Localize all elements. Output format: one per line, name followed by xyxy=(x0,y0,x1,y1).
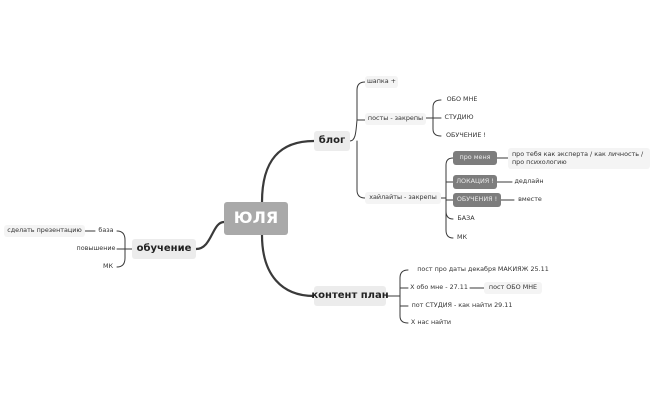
baza-note[interactable]: сделать презентацию xyxy=(4,225,85,237)
connector-blog-children xyxy=(349,81,366,199)
connector-obuchenie-children xyxy=(116,230,133,268)
obuchenie-node[interactable]: обучение xyxy=(132,239,196,259)
highlight-lokaciya[interactable]: ЛОКАЦИЯ ! xyxy=(453,175,497,189)
connector-posts-children xyxy=(425,99,442,137)
content-plan-item-nas-nayti[interactable]: Х нас найти xyxy=(410,318,452,327)
shapka-node[interactable]: шапка + xyxy=(365,76,398,88)
highlights-node[interactable]: хайлайты - закрепы xyxy=(365,192,441,204)
highlight-obucheniya[interactable]: ОБУЧЕНИЯ ! xyxy=(453,193,501,207)
posts-node[interactable]: посты - закрепы xyxy=(365,113,426,125)
highlight-mk[interactable]: МК xyxy=(456,233,468,242)
connector-content-plan-children xyxy=(385,269,409,324)
obuchenie-item-baza[interactable]: база xyxy=(98,226,114,235)
content-plan-item-makiyazh[interactable]: пост про даты декабря МАКИЯЖ 25.11 xyxy=(417,265,549,274)
obuchenie-item-mk[interactable]: МК xyxy=(102,262,114,271)
highlight-baza[interactable]: БАЗА xyxy=(457,214,475,223)
pro-menya-note[interactable]: про тебя как эксперта / как личность / п… xyxy=(508,148,650,169)
obuchenie-item-povyshenie[interactable]: повышение xyxy=(76,244,116,253)
obucheniya-note[interactable]: вместе xyxy=(518,195,542,204)
content-plan-node[interactable]: контент план xyxy=(311,286,389,306)
connector-root-content-plan xyxy=(260,233,316,298)
posts-item-studiyu[interactable]: СТУДИЮ xyxy=(444,113,474,122)
lokaciya-note[interactable]: дедлайн xyxy=(514,177,544,186)
connector-root-obuchenie xyxy=(194,220,226,251)
root-node[interactable]: ЮЛЯ xyxy=(224,202,288,235)
blog-node[interactable]: блог xyxy=(314,131,350,151)
connector-root-blog xyxy=(260,139,316,204)
content-plan-item-obo-mne[interactable]: Х обо мне - 27.11 xyxy=(410,283,468,292)
posts-item-obuchenie[interactable]: ОБУЧЕНИЕ ! xyxy=(446,131,486,140)
content-plan-item-studiya[interactable]: пот СТУДИЯ - как найти 29.11 xyxy=(411,301,513,310)
highlight-pro-menya[interactable]: про меня xyxy=(453,151,497,165)
posts-item-obo-mne[interactable]: ОБО МНЕ xyxy=(446,95,478,104)
connector-highlights-children xyxy=(440,157,454,239)
obo-mne-note[interactable]: пост ОБО МНЕ xyxy=(484,282,542,294)
